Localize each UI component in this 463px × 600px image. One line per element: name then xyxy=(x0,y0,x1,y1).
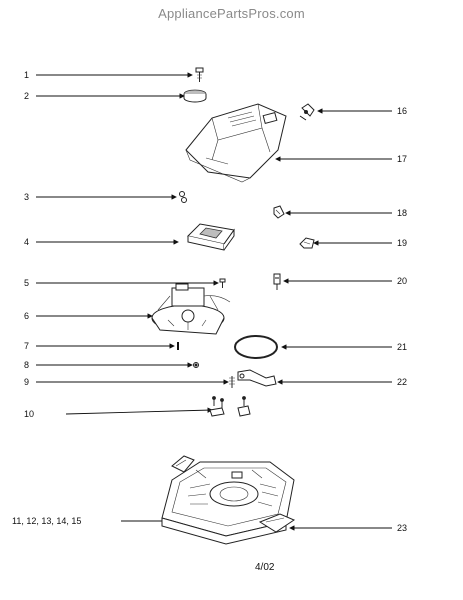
part-clip-3 xyxy=(179,191,187,203)
part-base-housing-11-15 xyxy=(161,455,295,545)
part-belt-21 xyxy=(234,335,278,359)
callout-22: 22 xyxy=(397,377,408,387)
callout-23: 23 xyxy=(397,523,408,533)
callout-16: 16 xyxy=(397,106,408,116)
callout-20: 20 xyxy=(397,276,408,286)
callout-11-15: 11, 12, 13, 14, 15 xyxy=(12,516,82,526)
callout-18: 18 xyxy=(397,208,408,218)
callout-5: 5 xyxy=(24,278,30,288)
leader-line-10 xyxy=(65,407,213,415)
callout-10: 10 xyxy=(24,409,35,419)
part-terminal-20 xyxy=(273,273,281,290)
part-nut-8 xyxy=(193,362,199,368)
part-filter-4 xyxy=(187,223,235,251)
part-hood-cover-17 xyxy=(185,103,287,183)
part-latch-18 xyxy=(273,205,285,219)
callout-2: 2 xyxy=(24,91,30,101)
part-disc-2 xyxy=(183,89,207,103)
callout-1: 1 xyxy=(24,70,30,80)
callout-6: 6 xyxy=(24,311,30,321)
revision-date: 4/02 xyxy=(255,562,275,573)
part-lever-22 xyxy=(237,369,277,387)
part-spring-9 xyxy=(229,376,235,388)
part-screw-1 xyxy=(195,67,204,82)
callout-7: 7 xyxy=(24,341,30,351)
part-motor-6 xyxy=(151,283,231,335)
part-bracket-19 xyxy=(299,237,315,249)
part-screw-5 xyxy=(219,278,226,288)
callout-21: 21 xyxy=(397,342,408,352)
callout-3: 3 xyxy=(24,192,30,202)
part-clip-16 xyxy=(299,103,315,121)
callout-17: 17 xyxy=(397,154,408,164)
part-screws-10 xyxy=(209,396,251,417)
callout-19: 19 xyxy=(397,238,408,248)
callout-8: 8 xyxy=(24,360,30,370)
leader-lines xyxy=(36,72,392,531)
part-pedal-23 xyxy=(258,513,296,533)
callout-4: 4 xyxy=(24,237,30,247)
callout-9: 9 xyxy=(24,377,30,387)
site-watermark: AppliancePartsPros.com xyxy=(158,6,305,21)
